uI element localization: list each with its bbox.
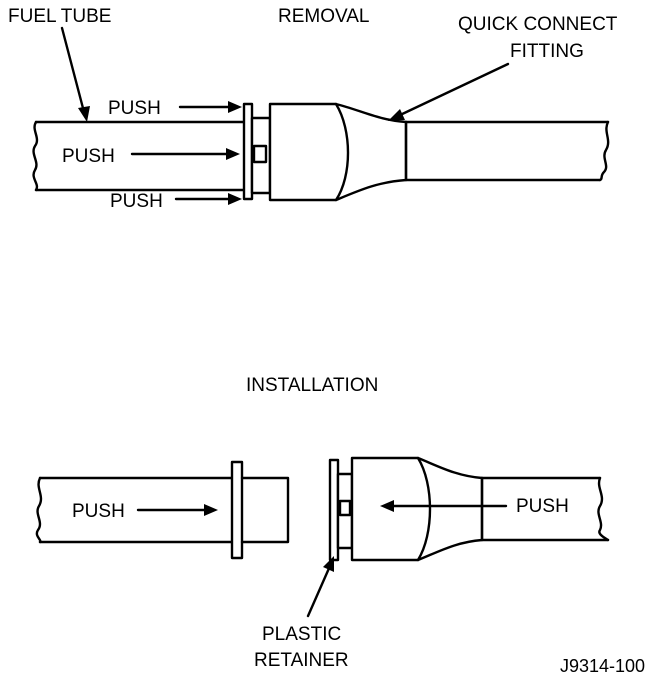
plastic-retainer-label-line1: PLASTIC [262, 624, 341, 645]
removal-push-label-middle: PUSH [62, 146, 115, 167]
installation-fuel-tube [35, 460, 290, 560]
quick-connect-leader [388, 62, 510, 121]
quick-connect-label-line1: QUICK CONNECT [458, 14, 618, 35]
removal-push-arrow-top [178, 101, 242, 113]
installation-title: INSTALLATION [246, 375, 378, 396]
removal-outlet-tube [404, 120, 610, 182]
removal-push-label-top: PUSH [108, 98, 161, 119]
install-push-arrow-left [136, 504, 218, 516]
fuel-tube-leader [60, 26, 90, 122]
removal-plastic-retainer [242, 102, 272, 201]
plastic-retainer-leader [306, 556, 334, 618]
removal-view: FUEL TUBE REMOVAL QUICK CONNECT FITTING … [8, 6, 618, 212]
installation-plastic-retainer [328, 458, 354, 562]
install-push-arrow-right [380, 500, 508, 512]
plastic-retainer-label-line2: RETAINER [254, 650, 349, 671]
removal-title: REMOVAL [278, 6, 370, 27]
fuel-tube-label: FUEL TUBE [8, 6, 111, 27]
removal-push-arrow-bottom [174, 193, 242, 205]
removal-fuel-tube [32, 120, 248, 192]
installation-quick-connect-fitting [350, 456, 610, 562]
install-push-label-left: PUSH [72, 501, 125, 522]
installation-view: INSTALLATION PUSH [35, 375, 645, 676]
quick-connect-label-line2: FITTING [510, 41, 584, 62]
figure-id: J9314-100 [560, 656, 645, 676]
install-push-label-right: PUSH [516, 496, 569, 517]
removal-push-label-bottom: PUSH [110, 191, 163, 212]
removal-quick-connect-fitting [268, 102, 408, 202]
removal-push-arrow-middle [130, 148, 240, 160]
